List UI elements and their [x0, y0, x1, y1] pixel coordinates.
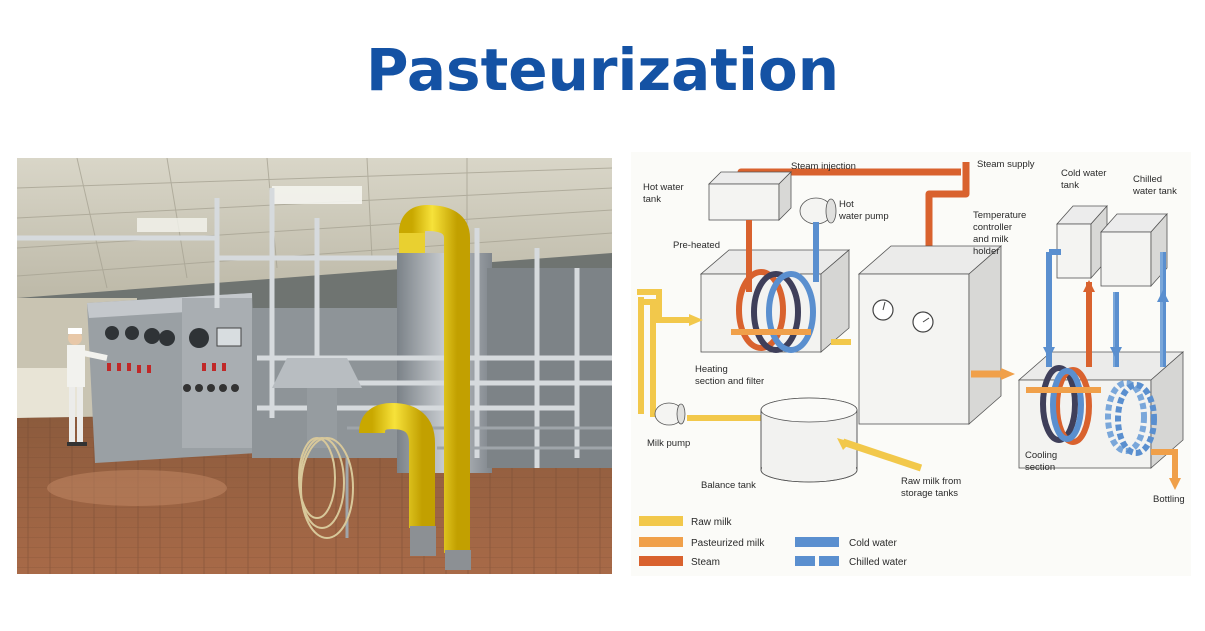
label-raw-milk-1: Raw milk from — [901, 476, 961, 487]
legend: Raw milk Pasteurized milk Steam Cold wat… — [639, 516, 907, 568]
legend-swatch-chilled-water-b — [819, 556, 839, 566]
label-hot-water-tank-2: tank — [643, 194, 661, 205]
legend-steam: Steam — [691, 557, 720, 568]
pasteurization-diagram: Steam injection Steam supply Hot water t… — [631, 152, 1191, 576]
legend-swatch-cold-water — [795, 537, 839, 547]
legend-chilled-water: Chilled water — [849, 557, 907, 568]
label-bottling: Bottling — [1153, 494, 1185, 505]
label-cooling-1: Cooling — [1025, 450, 1057, 461]
label-heating-1: Heating — [695, 364, 728, 375]
legend-pasteurized-milk: Pasteurized milk — [691, 538, 765, 549]
label-temp-2: controller — [973, 222, 1012, 233]
label-hot-water-pump-1: Hot — [839, 199, 854, 210]
label-pre-heated: Pre-heated — [673, 240, 720, 251]
legend-swatch-raw-milk — [639, 516, 683, 526]
label-chilled-water-tank-2: water tank — [1132, 186, 1177, 197]
label-cold-water-tank-2: tank — [1061, 180, 1079, 191]
label-steam-supply: Steam supply — [977, 159, 1035, 170]
label-hot-water-tank-1: Hot water — [643, 182, 684, 193]
label-cold-water-tank-1: Cold water — [1061, 168, 1106, 179]
label-balance-tank: Balance tank — [701, 480, 756, 491]
page-title: Pasteurization — [365, 36, 840, 104]
hot-water-tank — [708, 171, 792, 221]
temperature-controller — [857, 245, 1003, 425]
label-milk-pump: Milk pump — [647, 438, 690, 449]
label-temp-1: Temperature — [973, 210, 1026, 221]
legend-raw-milk: Raw milk — [691, 517, 733, 528]
legend-cold-water: Cold water — [849, 538, 897, 549]
milk-pump — [654, 402, 686, 426]
legend-swatch-pasteurized-milk — [639, 537, 683, 547]
legend-swatch-steam — [639, 556, 683, 566]
label-chilled-water-tank-1: Chilled — [1133, 174, 1162, 185]
label-hot-water-pump-2: water pump — [838, 211, 889, 222]
plant-photo — [17, 158, 612, 574]
label-raw-milk-2: storage tanks — [901, 488, 958, 499]
label-temp-3: and milk — [973, 234, 1009, 245]
label-temp-4: holder — [973, 246, 999, 257]
label-steam-injection: Steam injection — [791, 161, 856, 172]
chilled-water-tank — [1100, 212, 1168, 288]
label-cooling-2: section — [1025, 462, 1055, 473]
label-heating-2: section and filter — [695, 376, 764, 387]
legend-swatch-chilled-water-a — [795, 556, 815, 566]
cold-water-tank — [1056, 204, 1108, 280]
hot-water-pump — [799, 197, 837, 225]
